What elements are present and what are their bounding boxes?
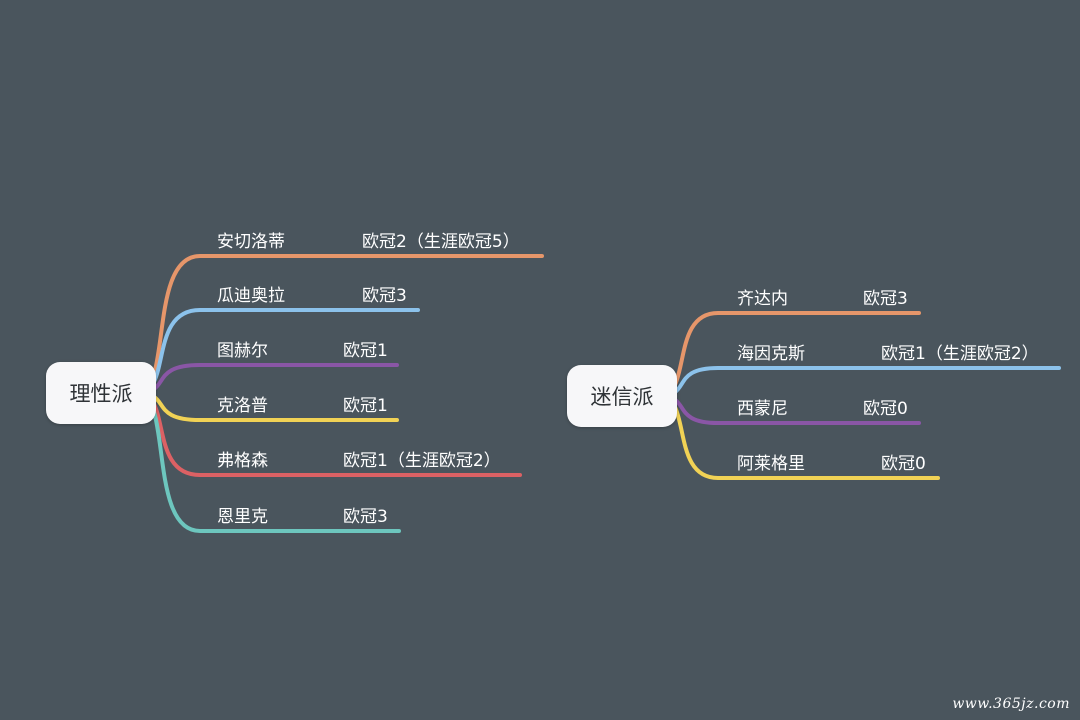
branch-value: 欧冠1（生涯欧冠2）	[343, 451, 501, 471]
branch-value: 欧冠3	[343, 507, 388, 527]
branch-value: 欧冠0	[881, 454, 926, 474]
branch-line	[658, 366, 1061, 398]
branch-name[interactable]: 克洛普	[217, 396, 268, 416]
branch-name[interactable]: 西蒙尼	[737, 399, 788, 419]
branch-value: 欧冠1（生涯欧冠2）	[881, 344, 1039, 364]
branch-name[interactable]: 安切洛蒂	[217, 232, 285, 252]
branch-name[interactable]: 海因克斯	[737, 344, 805, 364]
root-node-superstitious[interactable]: 迷信派	[567, 365, 677, 427]
branch-name[interactable]: 阿莱格里	[737, 454, 805, 474]
branch-value: 欧冠3	[362, 286, 407, 306]
branch-name[interactable]: 图赫尔	[217, 341, 268, 361]
watermark-text: www.365jz.com	[952, 696, 1070, 712]
branch-name[interactable]: 瓜迪奥拉	[217, 286, 285, 306]
branch-value: 欧冠3	[863, 289, 908, 309]
branch-value: 欧冠2（生涯欧冠5）	[362, 232, 520, 252]
branch-value: 欧冠1	[343, 341, 388, 361]
branch-line	[136, 363, 399, 395]
branch-value: 欧冠1	[343, 396, 388, 416]
branch-line	[136, 254, 544, 395]
branch-value: 欧冠0	[863, 399, 908, 419]
branch-name[interactable]: 弗格森	[217, 451, 268, 471]
root-node-rational[interactable]: 理性派	[46, 362, 156, 424]
branch-name[interactable]: 齐达内	[737, 289, 788, 309]
branch-name[interactable]: 恩里克	[217, 507, 268, 527]
